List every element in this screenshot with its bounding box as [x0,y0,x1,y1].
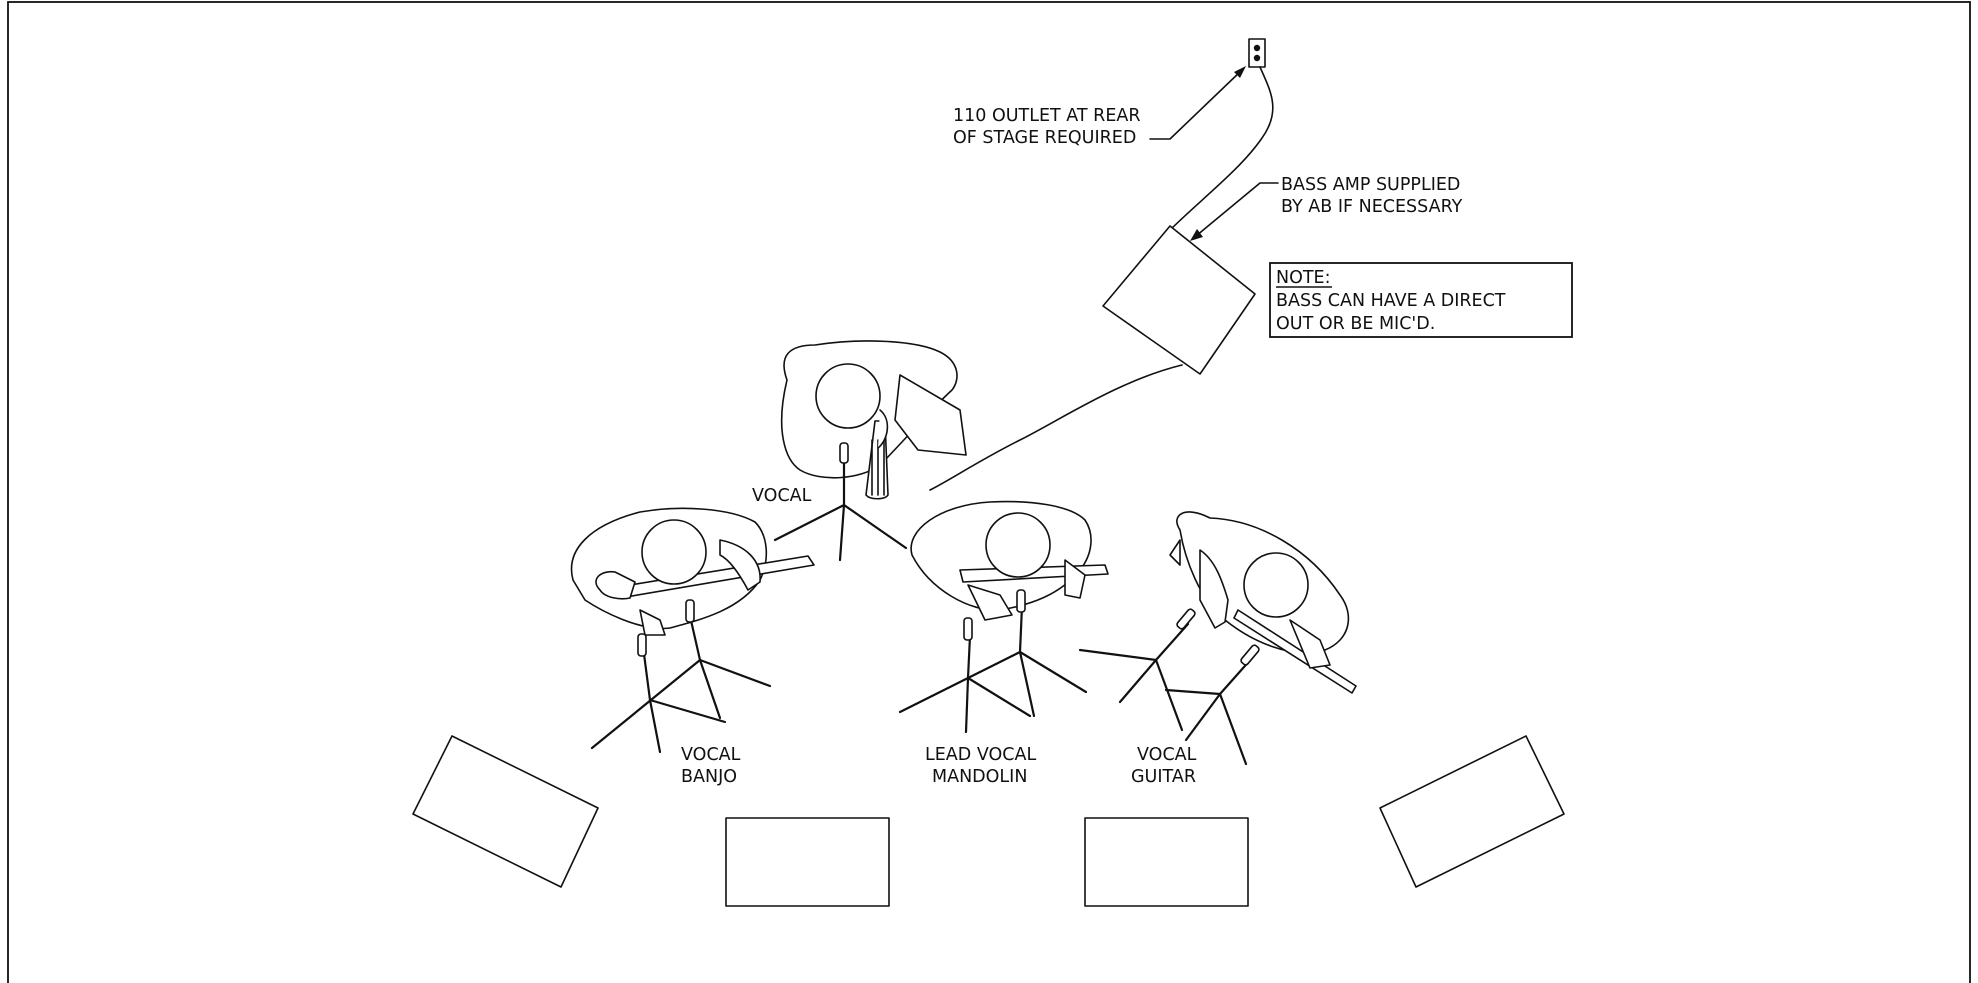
mic-stand-icon [1164,644,1260,766]
note-heading: NOTE: [1276,268,1331,288]
amp-label-line1: BASS AMP SUPPLIED [1281,175,1460,195]
amp-power-cable [1167,66,1274,233]
monitor-wedge-icon [412,735,599,888]
note-line2: OUT OR BE MIC'D. [1276,314,1435,334]
banjo-player-head [641,519,707,585]
musician-banjo [570,507,815,636]
monitor-wedge-icon [1379,735,1565,888]
note-box: NOTE: BASS CAN HAVE A DIRECT OUT OR BE M… [1269,262,1573,338]
drawing-frame [7,1,1971,983]
mic-stand-icon [773,442,908,562]
mandolin-player-head [985,512,1051,578]
mandolin-label-line2: MANDOLIN [932,767,1027,787]
bass-player-arm [894,374,967,456]
musician-bass [780,340,967,500]
bass-vocal-label: VOCAL [752,486,812,506]
note-line1: BASS CAN HAVE A DIRECT [1276,291,1506,311]
monitor-wedge-icon [725,817,890,907]
power-outlet-icon [1248,38,1266,68]
mic-stand-icon [590,599,772,750]
amp-label-line2: BY AB IF NECESSARY [1281,197,1463,217]
mic-stand-icon [637,633,727,754]
musician-guitar [1169,511,1357,694]
outlet-label-line1: 110 OUTLET AT REAR [953,106,1141,126]
bass-player-head [815,363,881,429]
outlet-label-line2: OF STAGE REQUIRED [953,128,1136,148]
guitar-label-line2: GUITAR [1131,767,1196,787]
bass-amp-icon [1102,225,1256,375]
guitar-player-head [1243,552,1309,618]
mic-stand-icon [963,617,1032,734]
mic-stand-icon [1078,608,1196,732]
guitar-label-line1: VOCAL [1137,745,1197,765]
banjo-label-line1: VOCAL [681,745,741,765]
bass-instrument-cable [929,364,1183,491]
amp-leader-line [1190,182,1279,241]
banjo-label-line2: BANJO [681,767,737,787]
mic-stand-icon [898,589,1088,718]
outlet-leader-line [1149,66,1246,140]
monitor-wedge-icon [1084,817,1249,907]
mandolin-label-line1: LEAD VOCAL [925,745,1036,765]
musician-mandolin [910,500,1109,621]
